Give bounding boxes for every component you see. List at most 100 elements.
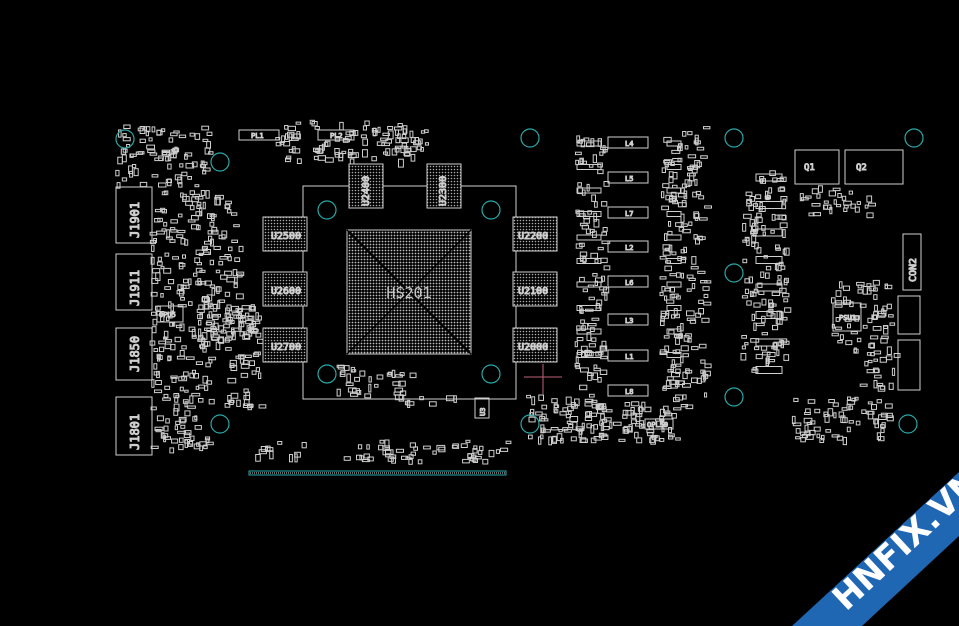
smd-component <box>598 403 605 410</box>
smd-component <box>531 396 536 406</box>
smd-component <box>880 424 885 429</box>
smd-component <box>479 445 484 451</box>
smd-component <box>599 286 608 291</box>
smd-component <box>873 418 879 425</box>
smd-component <box>181 375 186 380</box>
smd-component <box>872 326 882 331</box>
smd-component <box>204 436 211 441</box>
smd-component <box>659 255 667 260</box>
smd-component <box>669 273 677 277</box>
smd-component <box>630 407 635 416</box>
smd-component <box>582 256 587 264</box>
smd-component <box>551 436 558 444</box>
chip-label: U2300 <box>438 176 449 206</box>
smd-component <box>231 328 235 335</box>
smd-component <box>771 291 781 297</box>
smd-component <box>170 343 176 351</box>
smd-component <box>279 141 285 145</box>
smd-component <box>848 420 854 424</box>
smd-component <box>636 437 643 444</box>
memory-chip <box>512 271 558 307</box>
smd-component <box>341 150 347 155</box>
smd-component <box>149 152 158 156</box>
smd-component <box>641 401 646 410</box>
smd-component <box>673 407 682 411</box>
smd-component <box>122 133 127 138</box>
smd-component <box>774 263 779 271</box>
smd-component <box>886 303 892 310</box>
smd-component <box>693 234 698 240</box>
smd-component <box>397 123 403 127</box>
smd-component <box>398 158 404 168</box>
smd-component <box>649 437 655 444</box>
smd-component <box>239 315 244 324</box>
smd-component <box>364 393 372 399</box>
smd-component <box>666 281 682 288</box>
smd-component <box>759 202 763 211</box>
smd-component <box>661 191 665 199</box>
smd-component <box>675 437 681 441</box>
smd-component <box>880 412 887 418</box>
smd-component <box>184 410 191 417</box>
smd-component <box>207 314 211 319</box>
smd-component <box>805 434 814 440</box>
smd-component <box>206 131 213 136</box>
smd-component <box>311 121 318 127</box>
smd-component <box>891 367 896 376</box>
smd-component <box>575 151 582 156</box>
smd-component <box>384 439 390 448</box>
smd-component <box>664 233 668 241</box>
smd-component <box>783 279 788 286</box>
smd-component <box>576 328 602 335</box>
smd-component <box>570 436 577 442</box>
smd-component <box>482 458 489 465</box>
smd-component <box>367 456 374 462</box>
smd-component <box>695 190 702 195</box>
smd-component <box>345 382 354 386</box>
smd-component <box>226 209 232 214</box>
smd-component <box>163 330 169 339</box>
smd-component <box>123 124 131 129</box>
smd-component <box>132 164 137 169</box>
smd-component <box>884 403 893 409</box>
smd-component <box>239 331 245 337</box>
smd-component <box>488 449 495 458</box>
smd-component <box>872 367 879 374</box>
smd-component <box>376 374 384 380</box>
smd-component <box>188 326 196 332</box>
smd-component <box>230 392 239 399</box>
smd-component <box>682 383 691 388</box>
smd-component <box>287 131 295 138</box>
connectors-left: J1901 J1911 J1850 J1801 <box>115 186 153 456</box>
smd-component <box>888 382 894 390</box>
smd-component <box>150 445 159 450</box>
smd-component <box>688 221 693 226</box>
smd-component <box>591 194 597 202</box>
smd-component <box>151 311 157 316</box>
smd-component <box>193 373 199 379</box>
chip-label: U2600 <box>271 286 301 297</box>
smd-component <box>696 146 705 151</box>
smd-component <box>359 370 366 377</box>
smd-component <box>580 319 585 324</box>
smd-component <box>752 366 758 371</box>
smd-component <box>255 332 262 338</box>
smd-component <box>239 355 245 364</box>
smd-component <box>287 125 297 132</box>
smd-component <box>184 152 193 157</box>
smd-component <box>339 121 344 131</box>
smd-component <box>334 136 341 142</box>
smd-component <box>666 211 682 217</box>
smd-component <box>169 447 175 454</box>
smd-component <box>387 371 393 376</box>
smd-component <box>846 426 851 433</box>
smd-component <box>224 270 233 276</box>
smd-component <box>670 365 674 372</box>
smd-component <box>167 355 172 361</box>
smd-component <box>129 170 134 178</box>
smd-component <box>387 126 394 130</box>
smd-component <box>673 397 680 403</box>
smd-component <box>818 185 823 193</box>
smd-component <box>593 219 600 228</box>
chip-label: U2200 <box>518 231 548 242</box>
